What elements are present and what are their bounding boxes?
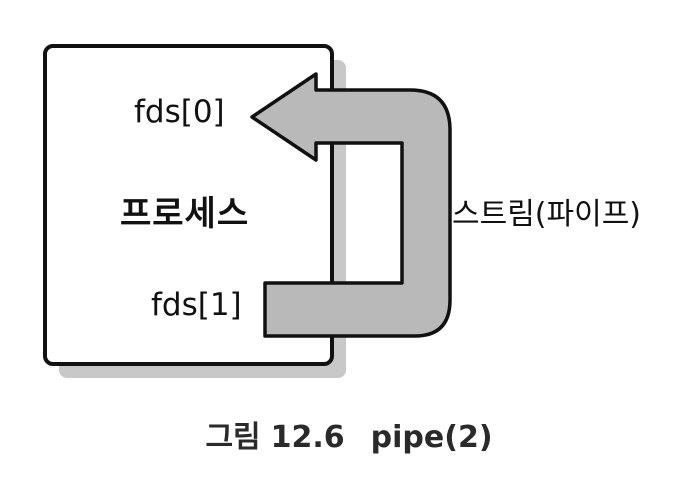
fd-read-label: fds[0] (134, 94, 225, 130)
process-box (43, 44, 334, 366)
fd-write-label: fds[1] (151, 287, 242, 323)
pipe-arrow (250, 72, 452, 338)
pipe-stream-label: 스트림(파이프) (452, 197, 642, 232)
process-label: 프로세스 (120, 194, 250, 234)
figure-caption: 그림 12.6 pipe(2) (0, 412, 698, 456)
caption-title: pipe(2) (370, 420, 493, 455)
caption-prefix: 그림 (205, 420, 261, 455)
caption-number: 12.6 (270, 420, 345, 455)
